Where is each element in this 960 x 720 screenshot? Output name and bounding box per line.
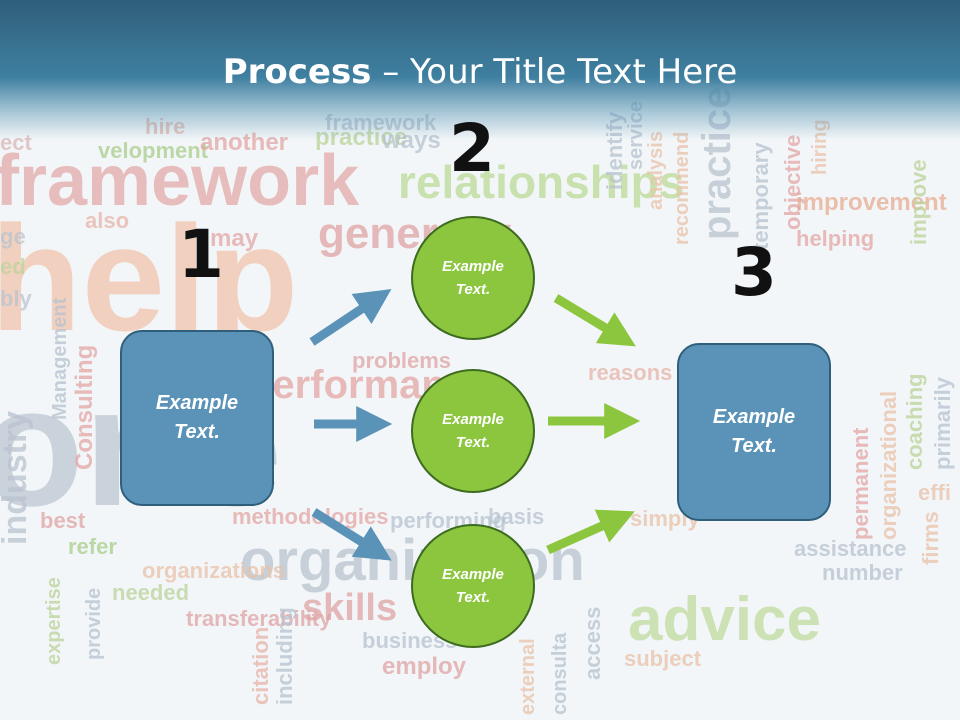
arrow-2-to-3-bottom xyxy=(546,509,635,555)
word-cloud-word: temporary xyxy=(748,142,773,250)
word-cloud-word: including xyxy=(272,607,297,705)
word-cloud-word: permanent xyxy=(848,427,873,540)
word-cloud-word: employ xyxy=(382,653,467,680)
title-bar: Process – Your Title Text Here xyxy=(0,0,960,140)
word-cloud-word: relationships xyxy=(398,156,684,208)
slide-title: Process – Your Title Text Here xyxy=(0,52,960,92)
word-cloud-word: improve xyxy=(906,159,931,245)
word-cloud-word: citation xyxy=(248,627,273,705)
word-cloud-word: external xyxy=(517,638,539,715)
word-cloud-word: expertise xyxy=(43,577,65,665)
word-cloud-word: refer xyxy=(68,534,117,559)
word-cloud-word: recommend xyxy=(671,132,693,245)
word-cloud-word: methodologies xyxy=(232,504,388,529)
word-cloud-word: access xyxy=(580,607,605,680)
word-cloud-word: needed xyxy=(112,580,189,605)
step-3-text-line2: Text. xyxy=(731,435,777,457)
word-cloud-word: skills xyxy=(302,587,397,629)
word-cloud-word: consulta xyxy=(549,632,571,715)
word-cloud-word: organizational xyxy=(876,391,901,540)
word-cloud-word: firms xyxy=(918,511,943,565)
word-cloud-word: problems xyxy=(352,348,451,373)
circle-text-line2: Text. xyxy=(455,589,491,606)
circle-text-line1: Example xyxy=(442,566,504,583)
word-cloud-word: provide xyxy=(83,588,105,660)
word-cloud-word: velopment xyxy=(98,138,209,163)
step-1-text-line2: Text. xyxy=(174,421,220,443)
word-cloud-word: analysis xyxy=(645,131,667,210)
word-cloud-word: improvement xyxy=(796,189,947,216)
word-cloud-word: may xyxy=(210,225,259,252)
word-cloud-word: Consulting xyxy=(71,345,98,470)
step-1-box: Example Text. xyxy=(120,330,274,506)
word-cloud-word: industry xyxy=(0,411,34,545)
word-cloud-word: best xyxy=(40,508,86,533)
word-cloud-word: primarily xyxy=(930,376,955,470)
step-number-3: 3 xyxy=(731,234,777,311)
word-cloud-word: assistance xyxy=(794,536,907,561)
step-2-circle-bottom: Example Text. xyxy=(411,524,535,648)
word-cloud-word: transferability xyxy=(186,606,332,631)
word-cloud-word: subject xyxy=(624,646,702,671)
word-cloud-word: number xyxy=(822,560,903,585)
circle-text-line1: Example xyxy=(442,258,504,275)
step-2-circle-top: Example Text. xyxy=(411,216,535,340)
word-cloud-word: coaching xyxy=(902,373,927,470)
step-3-box: Example Text. xyxy=(677,343,831,521)
word-cloud-word: organizations xyxy=(142,558,285,583)
word-cloud-word: bly xyxy=(0,286,33,311)
arrow-1-to-2-top xyxy=(309,289,392,346)
step-1-text-line1: Example xyxy=(155,392,239,414)
word-cloud-word: framework xyxy=(0,141,360,221)
word-cloud-word: helping xyxy=(796,226,874,251)
title-bold: Process xyxy=(222,52,372,92)
word-cloud-word: ed xyxy=(0,254,26,279)
circle-text-line2: Text. xyxy=(455,434,491,451)
word-cloud-word: Management xyxy=(49,297,71,420)
step-2-circle-middle: Example Text. xyxy=(411,369,535,493)
step-number-1: 1 xyxy=(178,216,224,293)
word-cloud-word: also xyxy=(85,208,129,233)
word-cloud-word: ge xyxy=(0,224,26,249)
word-cloud-word: effi xyxy=(918,480,951,505)
step-3-text-line1: Example xyxy=(712,406,796,428)
title-rest: – Your Title Text Here xyxy=(371,52,738,92)
word-cloud-word: objective xyxy=(780,135,805,230)
word-cloud-word: advice xyxy=(628,585,821,654)
arrow-1-to-2-bottom xyxy=(311,508,392,561)
step-number-2: 2 xyxy=(449,110,495,187)
circle-text-line1: Example xyxy=(442,411,504,428)
word-cloud-word: reasons xyxy=(588,360,672,385)
arrow-2-to-3-top xyxy=(553,294,636,347)
word-cloud-word: basis xyxy=(488,504,544,529)
circle-text-line2: Text. xyxy=(455,281,491,298)
